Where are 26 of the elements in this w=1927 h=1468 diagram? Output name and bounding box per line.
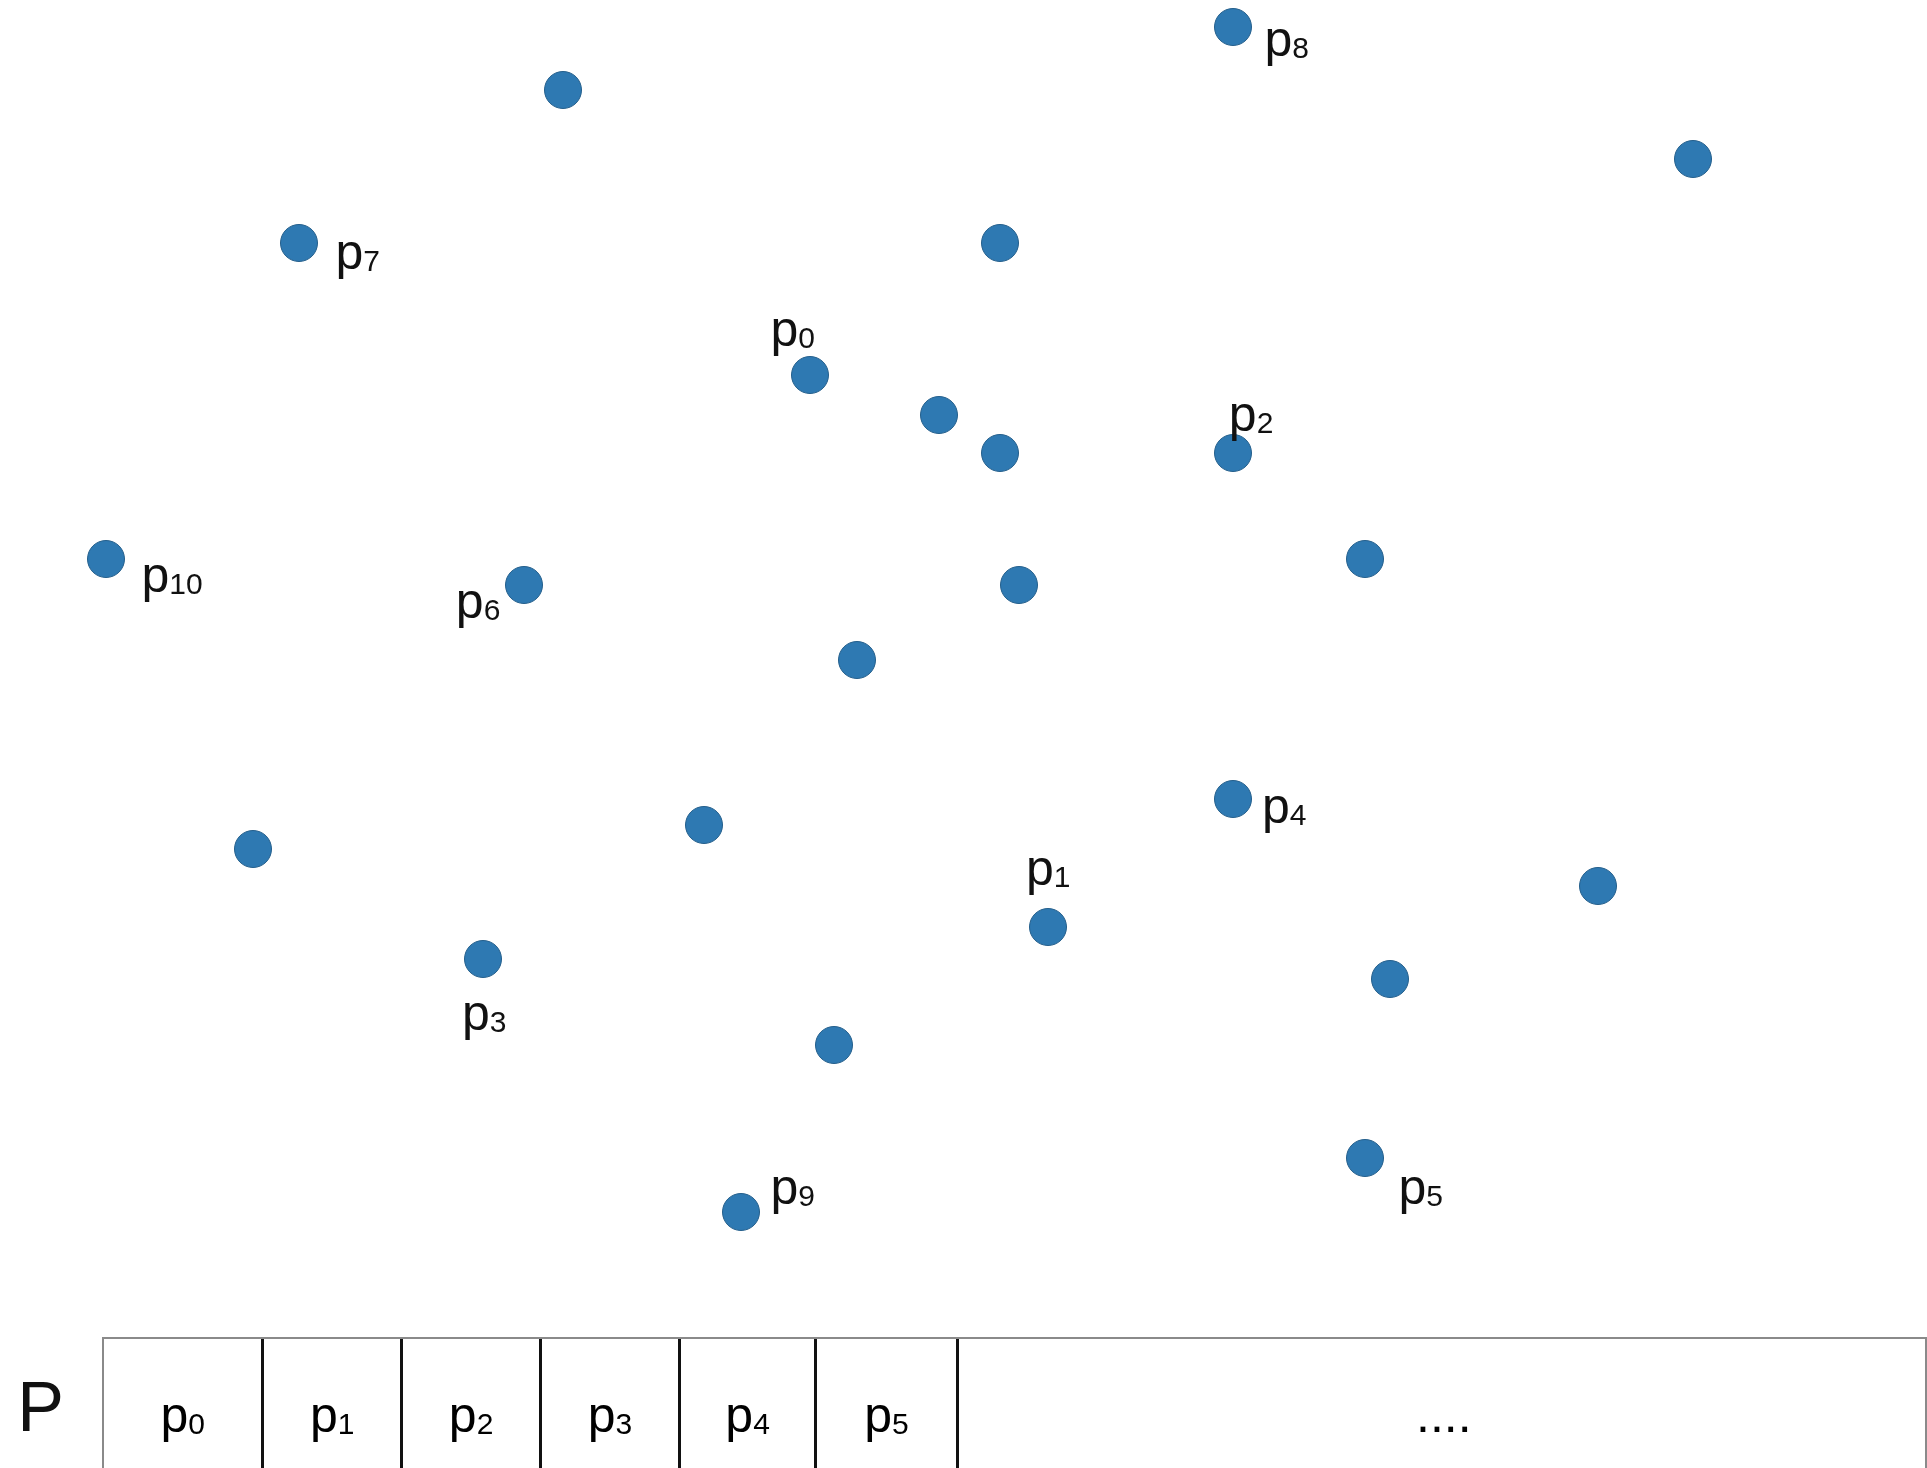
data-point (279, 224, 318, 263)
data-point (722, 1192, 761, 1231)
data-point (1213, 779, 1252, 818)
data-point (1029, 907, 1068, 946)
data-point (685, 805, 724, 844)
data-point (543, 70, 582, 109)
data-point (815, 1025, 854, 1064)
data-point (1370, 960, 1409, 999)
data-point (1346, 1138, 1385, 1177)
data-point (1346, 540, 1385, 579)
data-point (234, 830, 273, 869)
data-point (981, 434, 1020, 473)
data-point (1578, 867, 1617, 906)
data-point (1213, 8, 1252, 47)
data-point (981, 224, 1020, 263)
data-point (504, 565, 543, 604)
array-name: P (17, 1372, 64, 1443)
data-point (790, 355, 829, 394)
data-point (86, 540, 125, 579)
array-cell: .... (955, 1339, 1927, 1468)
data-point (837, 640, 876, 679)
data-point (463, 939, 502, 978)
data-point (1674, 139, 1713, 178)
array-box (102, 1337, 1927, 1468)
data-point (999, 565, 1038, 604)
data-point (919, 396, 958, 435)
